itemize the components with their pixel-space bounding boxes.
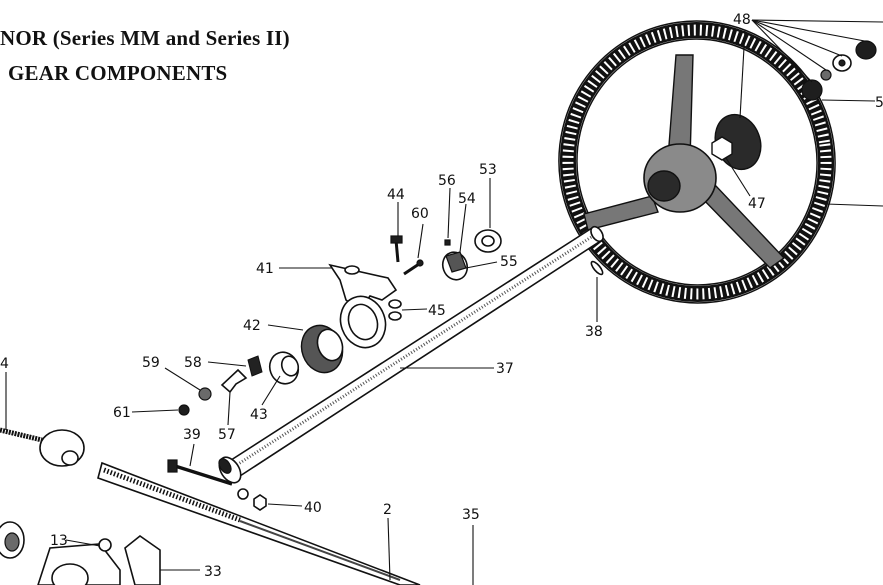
callout-41: 41	[256, 261, 274, 277]
bolt-44	[390, 235, 403, 263]
callout-38: 38	[585, 324, 603, 340]
callout-44: 44	[387, 187, 405, 203]
nut-40	[253, 494, 267, 511]
callout-33: 33	[204, 564, 222, 580]
callout-55: 55	[500, 254, 518, 270]
nut-59	[198, 387, 212, 401]
callout-2: 2	[383, 502, 392, 518]
callout-59: 59	[142, 355, 160, 371]
callout-40: 40	[304, 500, 322, 516]
steering-rack-2	[97, 461, 421, 585]
pad-58	[247, 355, 263, 377]
callout-58: 58	[184, 355, 202, 371]
washer-45a	[388, 299, 402, 309]
callout-35: 35	[462, 507, 480, 523]
horn-parts-48	[801, 40, 877, 101]
diagram-title-line-2: GEAR COMPONENTS	[8, 61, 228, 85]
callout-37: 37	[496, 361, 514, 377]
steering-wheel	[558, 20, 836, 304]
clamp-ring-42	[300, 324, 344, 374]
bush-43	[268, 351, 300, 385]
callout-48: 48	[733, 12, 751, 28]
callout-57: 57	[218, 427, 236, 443]
callout-43: 43	[250, 407, 268, 423]
bush-53	[474, 229, 502, 253]
clip-57	[220, 368, 248, 394]
pinion-shaft-4	[0, 427, 85, 467]
callout-60: 60	[411, 206, 429, 222]
diagram-title-line-1: NOR (Series MM and Series II)	[0, 26, 290, 50]
clamp-54-55	[441, 251, 469, 281]
callout-47: 47	[748, 196, 766, 212]
callout-labels: 48 5 47 53 56 54 44 60 55 41 45 42 38 58…	[0, 12, 883, 580]
callout-45: 45	[428, 303, 446, 319]
grub-56	[444, 239, 451, 246]
callout-39: 39	[183, 427, 201, 443]
screw-60	[403, 259, 424, 276]
callout-61: 61	[113, 405, 131, 421]
leader-lines	[5, 19, 883, 581]
callout-5x: 5	[875, 95, 883, 111]
key-38	[590, 260, 604, 276]
column-bracket-41	[328, 263, 398, 349]
pinch-bolt-39	[167, 459, 249, 500]
housing-13-33	[0, 521, 161, 585]
callout-4: 4	[0, 356, 9, 372]
washer-45b	[388, 311, 402, 321]
callout-13: 13	[50, 533, 68, 549]
callout-42: 42	[243, 318, 261, 334]
callout-54: 54	[458, 191, 476, 207]
column-tube-37	[218, 225, 604, 484]
callout-56: 56	[438, 173, 456, 189]
washer-61	[178, 404, 190, 416]
callout-53: 53	[479, 162, 497, 178]
